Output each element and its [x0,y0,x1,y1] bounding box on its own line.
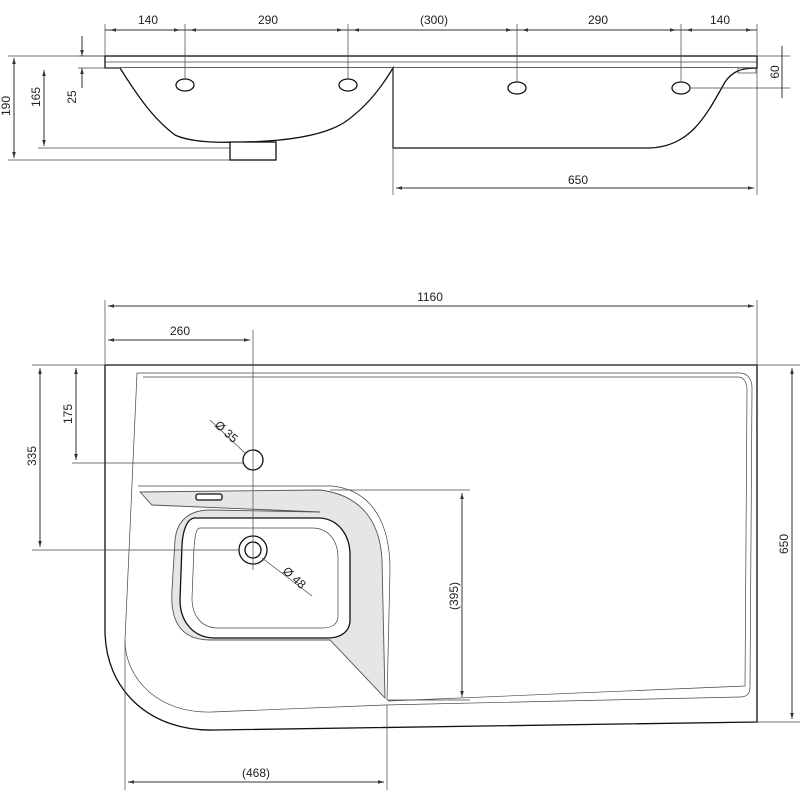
inner-rim [124,372,753,713]
dim-468: (468) [242,766,270,780]
plan-view: 1160 260 175 335 650 (395) (468) Ø 35 Ø … [25,290,800,790]
dim-top-1: 140 [138,13,158,27]
overflow-slot [195,493,223,501]
dim-top-3: (300) [420,13,448,27]
tap-hole-3 [507,81,527,95]
dim-650-side: 650 [568,173,588,187]
dim-1160: 1160 [417,290,443,304]
dim-top-2: 290 [258,13,278,27]
dim-190: 190 [0,96,13,116]
dim-260: 260 [170,324,190,338]
drain-outlet [229,141,277,161]
dim-top-4: 290 [588,13,608,27]
tap-hole-4 [671,81,691,95]
dim-335: 335 [25,446,39,466]
tap-hole-1 [175,78,195,92]
basin-profile [119,65,758,149]
dim-395: (395) [447,582,461,610]
dim-650-plan: 650 [777,534,791,554]
tap-hole-2 [338,78,358,92]
dim-top-5: 140 [710,13,730,27]
side-view: 140 290 (300) 290 140 60 25 165 190 650 [0,13,790,195]
dim-25: 25 [65,90,79,104]
dim-165: 165 [29,87,43,107]
dim-60: 60 [768,65,782,79]
dim-175: 175 [61,404,75,424]
basin-inner [179,517,351,639]
